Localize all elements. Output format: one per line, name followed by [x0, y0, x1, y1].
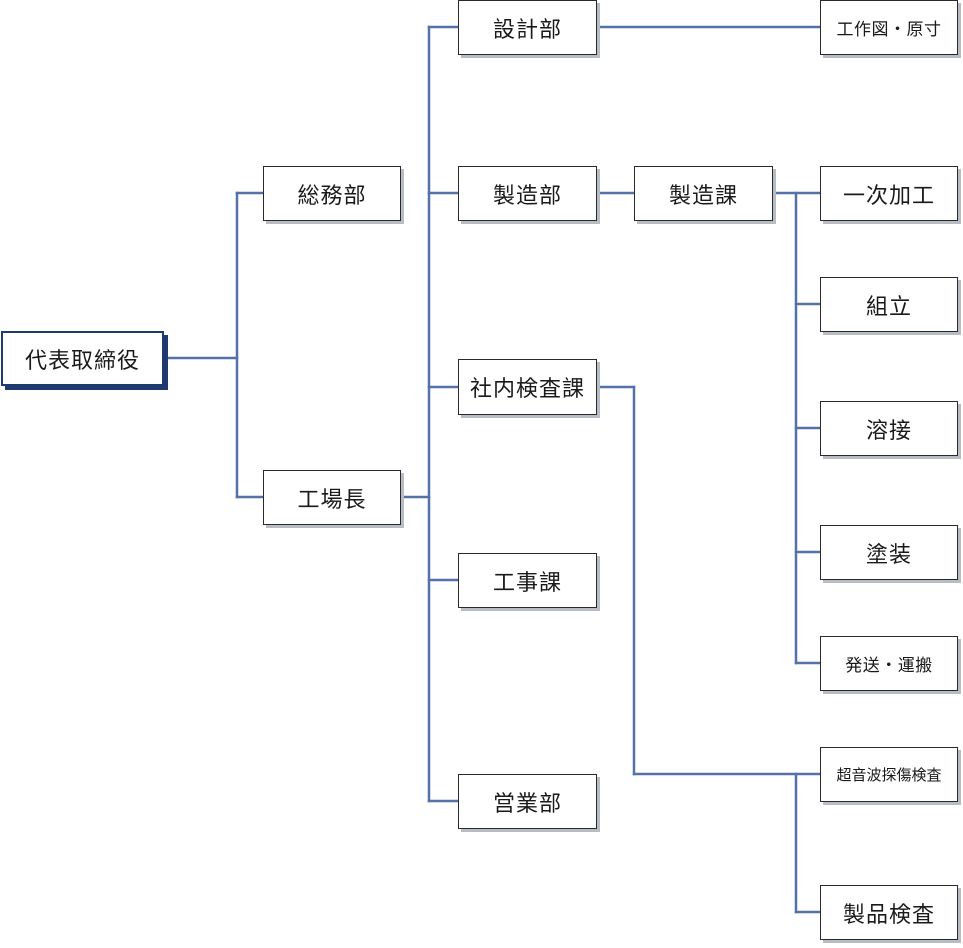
node-drawings-templates: 工作図・原寸	[820, 0, 958, 55]
node-label: 設計部	[492, 17, 562, 43]
node-construction-section: 工事課	[458, 553, 597, 608]
node-general-affairs: 総務部	[263, 166, 401, 221]
node-label: 代表取締役	[24, 348, 140, 374]
node-assembly: 組立	[820, 277, 958, 332]
node-welding: 溶接	[820, 401, 958, 456]
node-sales-dept: 営業部	[458, 774, 597, 829]
node-label: 製品検査	[842, 902, 935, 928]
node-label: 工場長	[297, 487, 367, 513]
node-label: 溶接	[865, 418, 912, 444]
node-manufacturing-section: 製造課	[634, 166, 773, 221]
node-label: 発送・運搬	[845, 656, 933, 676]
node-product-inspection: 製品検査	[820, 885, 958, 940]
node-label: 製造部	[492, 183, 562, 209]
node-factory-manager: 工場長	[263, 470, 401, 525]
node-primary-processing: 一次加工	[820, 166, 958, 221]
node-label: 組立	[865, 294, 912, 320]
node-label: 総務部	[297, 183, 367, 209]
node-ultrasonic-inspection: 超音波探傷検査	[820, 747, 958, 802]
node-label: 塗装	[865, 542, 912, 568]
node-label: 超音波探傷検査	[836, 766, 942, 784]
node-label: 工作図・原寸	[836, 20, 942, 40]
node-manufacturing-dept: 製造部	[458, 166, 597, 221]
node-shipping-transport: 発送・運搬	[820, 636, 958, 691]
node-label: 一次加工	[842, 183, 935, 209]
node-representative-director: 代表取締役	[1, 331, 164, 386]
node-label: 社内検査課	[469, 377, 585, 402]
node-internal-inspection: 社内検査課	[458, 359, 597, 415]
node-label: 製造課	[668, 183, 738, 209]
node-label: 営業部	[492, 791, 562, 817]
node-label: 工事課	[492, 570, 562, 596]
node-design-dept: 設計部	[458, 0, 597, 55]
node-painting: 塗装	[820, 525, 958, 580]
